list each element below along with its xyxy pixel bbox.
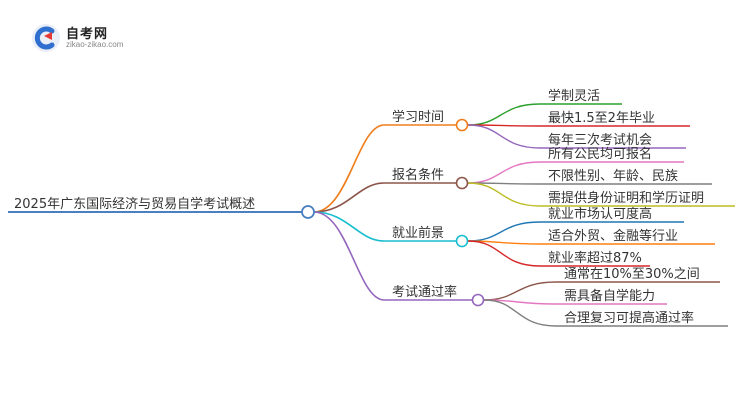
site-logo[interactable]: 自考网 zikao-zikao.com (30, 20, 170, 56)
child-label-0-2: 每年三次考试机会 (548, 132, 652, 148)
branch-connector-1 (313, 182, 385, 213)
child-connector-3-0 (483, 281, 557, 301)
child-connector-1-0 (467, 161, 541, 184)
child-label-2-0: 就业市场认可度高 (548, 206, 652, 222)
root-label: 2025年广东国际经济与贸易自学考试概述 (14, 196, 255, 212)
branch-node-2 (455, 234, 469, 248)
branch-connector-0 (313, 124, 385, 213)
child-label-3-2: 合理复习可提高通过率 (564, 310, 694, 326)
branch-label-2: 就业前景 (392, 225, 444, 241)
branch-node-1 (455, 176, 469, 190)
branch-label-1: 报名条件 (392, 167, 444, 183)
branch-connector-3 (313, 211, 385, 301)
child-connector-2-0 (467, 221, 541, 242)
child-label-0-1: 最快1.5至2年毕业 (548, 111, 655, 126)
child-label-1-2: 需提供身份证明和学历证明 (548, 190, 704, 206)
child-connector-2-2 (467, 240, 541, 267)
logo-mark-icon (32, 24, 60, 52)
child-label-2-1: 适合外贸、金融等行业 (548, 228, 678, 244)
child-connector-0-2 (467, 124, 541, 149)
branch-label-0: 学习时间 (392, 109, 444, 125)
child-label-1-1: 不限性别、年龄、民族 (548, 168, 678, 184)
root-node (301, 205, 315, 219)
branch-node-0 (455, 118, 469, 132)
branch-label-3: 考试通过率 (392, 284, 457, 300)
child-connector-3-2 (483, 299, 557, 327)
child-label-3-0: 通常在10%至30%之间 (564, 267, 700, 282)
logo-subtitle: zikao-zikao.com (66, 40, 124, 49)
child-label-1-0: 所有公民均可报名 (548, 146, 652, 162)
child-label-0-0: 学制灵活 (548, 88, 600, 104)
branch-node-3 (471, 293, 485, 307)
child-connector-1-2 (467, 182, 541, 207)
child-label-3-1: 需具备自学能力 (564, 288, 655, 304)
child-connector-0-0 (467, 103, 541, 126)
logo-title: 自考网 (66, 27, 109, 42)
child-label-2-2: 就业率超过87% (548, 250, 642, 266)
branch-connector-2 (313, 211, 385, 242)
